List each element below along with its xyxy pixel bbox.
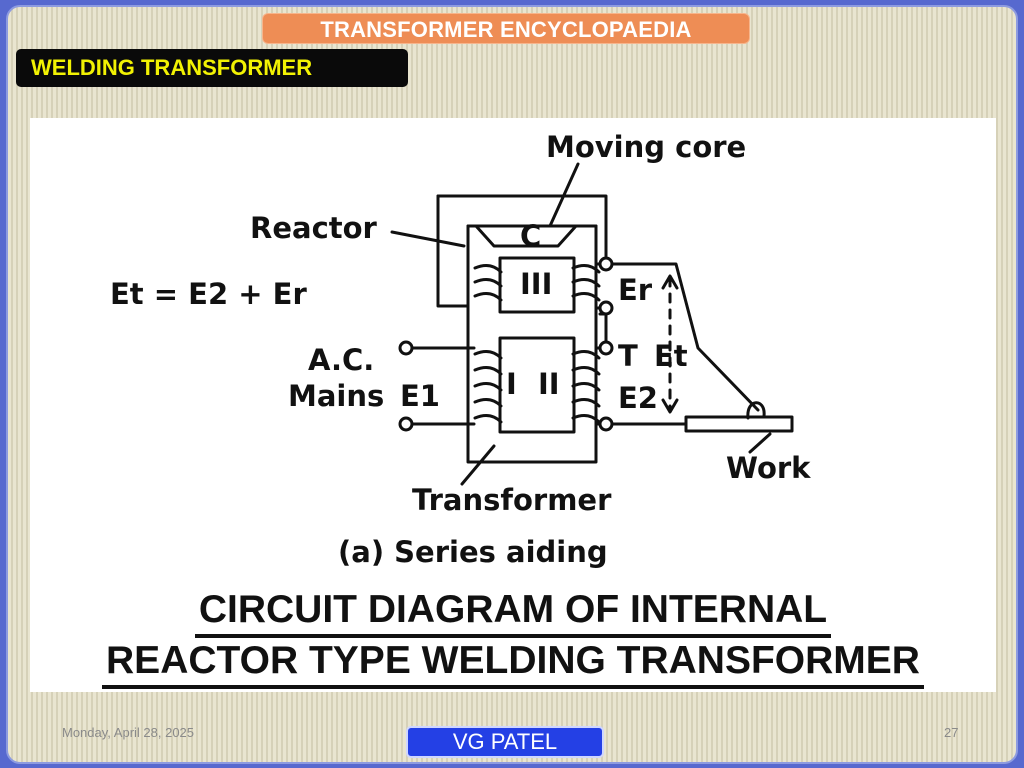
circuit-figure: Moving core Reactor Et = E2 + Er A.C. Ma… xyxy=(30,118,996,692)
work-piece xyxy=(684,415,794,433)
label-ac: A.C. xyxy=(308,343,374,377)
label-t: T xyxy=(618,339,638,373)
left-loop-wire xyxy=(436,194,470,308)
label-transformer: Transformer xyxy=(412,483,612,517)
secondary-coil xyxy=(571,350,601,424)
circuit-diagram: Moving core Reactor Et = E2 + Er A.C. Ma… xyxy=(110,130,811,569)
core-frame xyxy=(466,224,598,464)
caption-line-2-text: REACTOR TYPE WELDING TRANSFORMER xyxy=(102,639,924,689)
secondary-terminal-top xyxy=(598,340,614,356)
label-moving-core: Moving core xyxy=(546,130,746,164)
transformer-pointer xyxy=(460,444,496,486)
section-title: WELDING TRANSFORMER xyxy=(16,49,408,87)
label-series-aiding: (a) Series aiding xyxy=(338,535,608,569)
mains-terminal-bottom xyxy=(398,416,414,432)
secondary-terminal-bottom xyxy=(598,416,614,432)
label-et: Et xyxy=(654,339,688,373)
label-er: Er xyxy=(618,273,653,307)
caption-line-1-text: CIRCUIT DIAGRAM OF INTERNAL xyxy=(194,588,832,638)
reactor-coil-left xyxy=(473,264,503,302)
page-number: 27 xyxy=(944,725,959,740)
reactor-pointer xyxy=(390,230,466,248)
et-arrow-heads xyxy=(661,274,679,414)
electrode-tip xyxy=(746,401,766,420)
label-work: Work xyxy=(726,451,811,485)
footer-date: Monday, April 28, 2025 xyxy=(62,725,195,740)
caption-line-1: CIRCUIT DIAGRAM OF INTERNAL xyxy=(30,588,996,638)
label-winding-2: II xyxy=(538,367,560,401)
moving-core-shape xyxy=(474,224,578,248)
label-e2: E2 xyxy=(618,381,658,415)
mains-leads xyxy=(408,346,476,426)
label-winding-1: I xyxy=(506,367,517,401)
moving-core-pointer xyxy=(548,162,580,228)
label-mains: Mains xyxy=(288,379,384,413)
electrode-lead xyxy=(604,262,760,412)
mains-terminal-top xyxy=(398,340,414,356)
reactor-coil-right xyxy=(571,264,601,302)
top-wire xyxy=(436,194,608,258)
label-core-c: C xyxy=(520,219,541,253)
encyclopaedia-banner: TRANSFORMER ENCYCLOPAEDIA xyxy=(262,13,750,44)
label-e1: E1 xyxy=(400,379,440,413)
work-pointer xyxy=(748,432,772,454)
label-reactor: Reactor xyxy=(250,211,378,245)
primary-coil xyxy=(473,350,503,424)
label-equation: Et = E2 + Er xyxy=(110,277,307,311)
label-winding-3: III xyxy=(520,267,552,301)
reactor-terminal-bottom xyxy=(598,300,614,316)
caption-line-2: REACTOR TYPE WELDING TRANSFORMER xyxy=(30,639,996,689)
author-badge: VG PATEL xyxy=(406,726,604,758)
reactor-terminal-top xyxy=(598,256,614,272)
